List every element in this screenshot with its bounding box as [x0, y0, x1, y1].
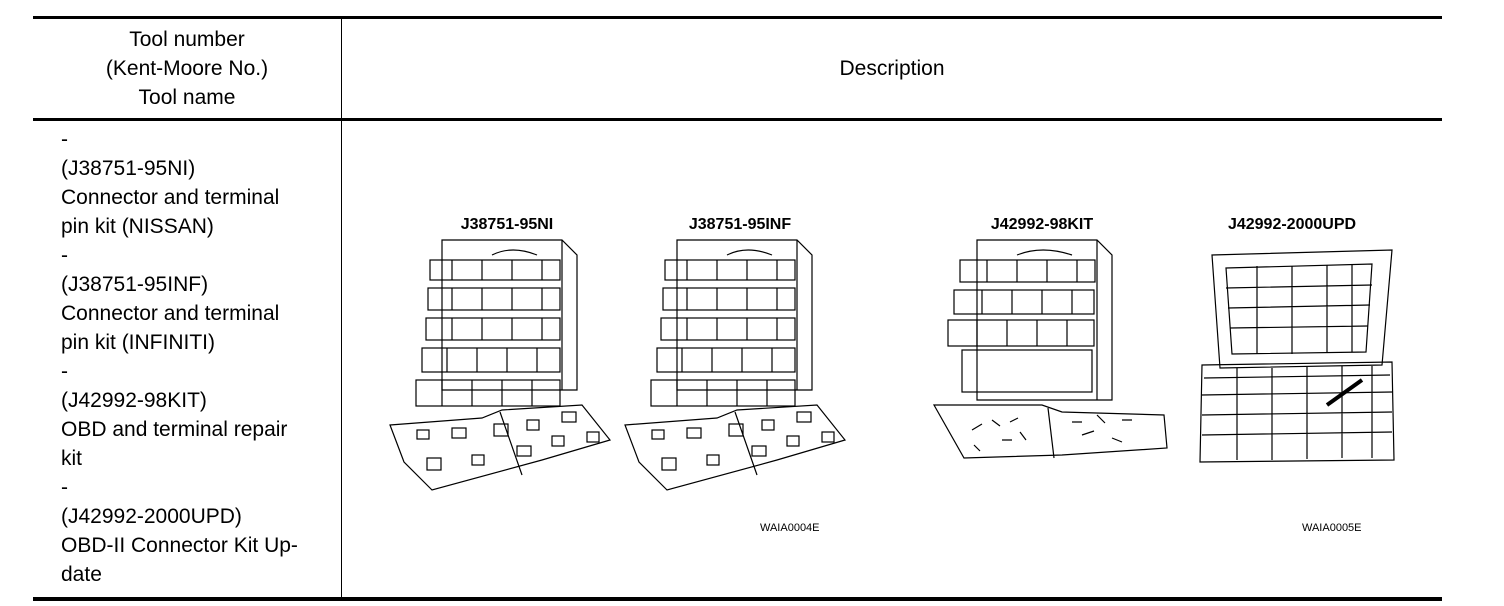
caption-j38751-95ni: J38751-95NI — [460, 216, 554, 233]
caption-j42992-98kit: J42992-98KIT — [990, 216, 1094, 233]
parts-cabinet-2-illustration — [624, 239, 847, 491]
tool-name-line: date — [61, 563, 102, 586]
header-description: Description — [839, 56, 945, 80]
tool-name-line: kit — [61, 447, 82, 470]
tool-dash: - — [61, 360, 68, 383]
tool-dash: - — [61, 476, 68, 499]
figure-code-2: WAIA0005E — [1302, 522, 1362, 534]
tool-entry-obd-kit: - (J42992-98KIT) OBD and terminal repair… — [61, 357, 331, 473]
tool-dash: - — [61, 128, 68, 151]
tool-number: (J38751-95INF) — [61, 273, 209, 296]
table-header-rule — [33, 118, 1442, 121]
header-tool-number: Tool number — [129, 28, 245, 51]
column-divider — [341, 19, 342, 598]
tool-name-line: Connector and terminal — [61, 186, 280, 209]
tool-number: (J42992-2000UPD) — [61, 505, 242, 528]
tool-number: (J42992-98KIT) — [61, 389, 207, 412]
tool-entry-obd2-update: - (J42992-2000UPD) OBD-II Connector Kit … — [61, 473, 331, 589]
caption-j42992-2000upd: J42992-2000UPD — [1227, 216, 1357, 233]
tool-name-line: OBD and terminal repair — [61, 418, 288, 441]
tool-name-line: pin kit (INFINITI) — [61, 331, 216, 354]
figure-code-1: WAIA0004E — [760, 522, 820, 534]
connector-case-illustration — [1199, 249, 1395, 463]
parts-cabinet-1-illustration — [389, 239, 612, 491]
caption-j38751-95inf: J38751-95INF — [688, 216, 792, 233]
tool-number: (J38751-95NI) — [61, 157, 196, 180]
kit-illustrations: J38751-95NI J38751-95INF J42992-98KIT J4… — [342, 200, 1442, 550]
tool-name-line: Connector and terminal — [61, 302, 280, 325]
parts-cabinet-3-illustration — [932, 239, 1168, 459]
tool-dash: - — [61, 244, 68, 267]
header-tool-column: Tool number (Kent-Moore No.) Tool name — [33, 19, 341, 118]
table-top-rule — [33, 16, 1442, 19]
table-bottom-rule — [33, 597, 1442, 601]
tool-list: - (J38751-95NI) Connector and terminal p… — [61, 125, 331, 589]
tool-entry-infiniti: - (J38751-95INF) Connector and terminal … — [61, 241, 331, 357]
tool-name-line: pin kit (NISSAN) — [61, 215, 214, 238]
header-tool-name: Tool name — [138, 86, 236, 109]
header-kent-moore: (Kent-Moore No.) — [105, 57, 269, 80]
tool-entry-nissan: - (J38751-95NI) Connector and terminal p… — [61, 125, 331, 241]
tool-name-line: OBD-II Connector Kit Up- — [61, 534, 298, 557]
